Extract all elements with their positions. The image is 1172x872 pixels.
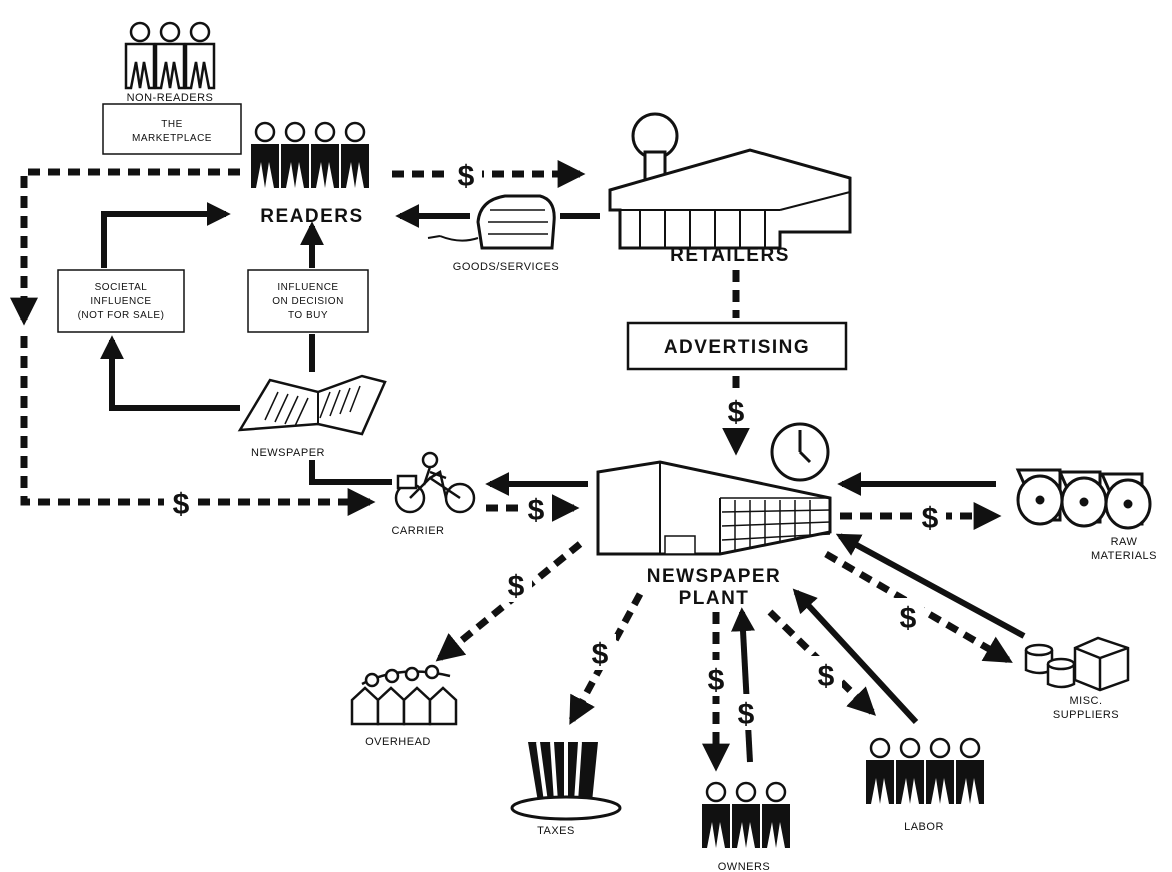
influence-decision-box — [247, 269, 369, 333]
carrier-label: CARRIER — [391, 525, 444, 537]
newspaper-label: NEWSPAPER — [251, 447, 325, 459]
societal-label-line1: SOCIETAL — [95, 282, 148, 293]
misc-to-plant-arrow — [835, 533, 1026, 639]
retailers-label: RETAILERS — [670, 245, 790, 266]
newspaper-to-societal-arrow — [100, 335, 240, 411]
taxes-icon — [510, 741, 622, 821]
dollar-plant-labor: $ — [818, 660, 835, 693]
dollar-owners-plant: $ — [738, 698, 755, 731]
owners-label: OWNERS — [718, 861, 771, 872]
carrier-icon — [394, 451, 476, 514]
dollar-plant-owners: $ — [708, 664, 725, 697]
newspaper-plant-icon — [596, 460, 832, 556]
marketplace-label-line2: MARKETPLACE — [132, 133, 212, 144]
dollar-plant-misc: $ — [900, 602, 917, 635]
advertising-label: ADVERTISING — [664, 337, 810, 358]
influence-label-line1: INFLUENCE — [277, 282, 338, 293]
dollar-readers-retailers: $ — [458, 160, 475, 193]
labor-label: LABOR — [904, 821, 944, 833]
newspaper-icon — [237, 374, 387, 436]
raw-label-line1: RAW — [1111, 536, 1138, 548]
dollar-plant-overhead: $ — [508, 570, 525, 603]
readers-icon — [249, 121, 371, 190]
labor-icon — [864, 737, 986, 806]
retailers-icon — [608, 112, 852, 250]
clock-icon — [770, 422, 830, 482]
raw-materials-icon — [1015, 468, 1152, 530]
raw-label-line2: MATERIALS — [1091, 550, 1157, 562]
societal-influence-box — [57, 269, 185, 333]
newspaper-to-carrier-line — [309, 460, 392, 485]
overhead-label: OVERHEAD — [365, 736, 431, 748]
dollar-advertising-plant: $ — [728, 396, 745, 429]
taxes-label: TAXES — [537, 825, 575, 837]
owners-icon — [700, 781, 792, 850]
marketplace-label-line1: THE — [161, 119, 183, 130]
outer-to-carrier-money-arrow — [20, 336, 376, 516]
dollar-outer-carrier: $ — [173, 488, 190, 521]
non-readers-icon — [124, 21, 216, 90]
misc-label-line2: SUPPLIERS — [1053, 709, 1119, 721]
dollar-carrier-plant: $ — [528, 494, 545, 527]
advertising-box — [626, 321, 848, 371]
plant-label-line2: PLANT — [679, 588, 750, 609]
dollar-plant-raw: $ — [922, 502, 939, 535]
goods-services-label: GOODS/SERVICES — [453, 261, 559, 273]
owners-to-plant-arrow — [731, 607, 756, 763]
influence-label-line2: ON DECISION — [272, 296, 344, 307]
societal-label-line2: INFLUENCE — [90, 296, 151, 307]
goods-services-icon — [427, 194, 556, 250]
readers-outer-money-line — [9, 168, 240, 326]
societal-to-readers-arrow — [101, 202, 231, 268]
misc-label-line1: MISC. — [1069, 695, 1102, 707]
labor-to-plant-arrow — [792, 588, 919, 725]
non-readers-label: NON-READERS — [127, 92, 214, 104]
readers-label: READERS — [260, 206, 363, 227]
societal-label-line3: (NOT FOR SALE) — [78, 310, 165, 321]
dollar-plant-taxes: $ — [592, 638, 609, 671]
marketplace-box — [102, 103, 242, 155]
influence-label-line3: TO BUY — [288, 310, 328, 321]
overhead-icon — [350, 664, 458, 726]
misc-suppliers-icon — [1024, 636, 1130, 692]
plant-label-line1: NEWSPAPER — [647, 566, 782, 587]
